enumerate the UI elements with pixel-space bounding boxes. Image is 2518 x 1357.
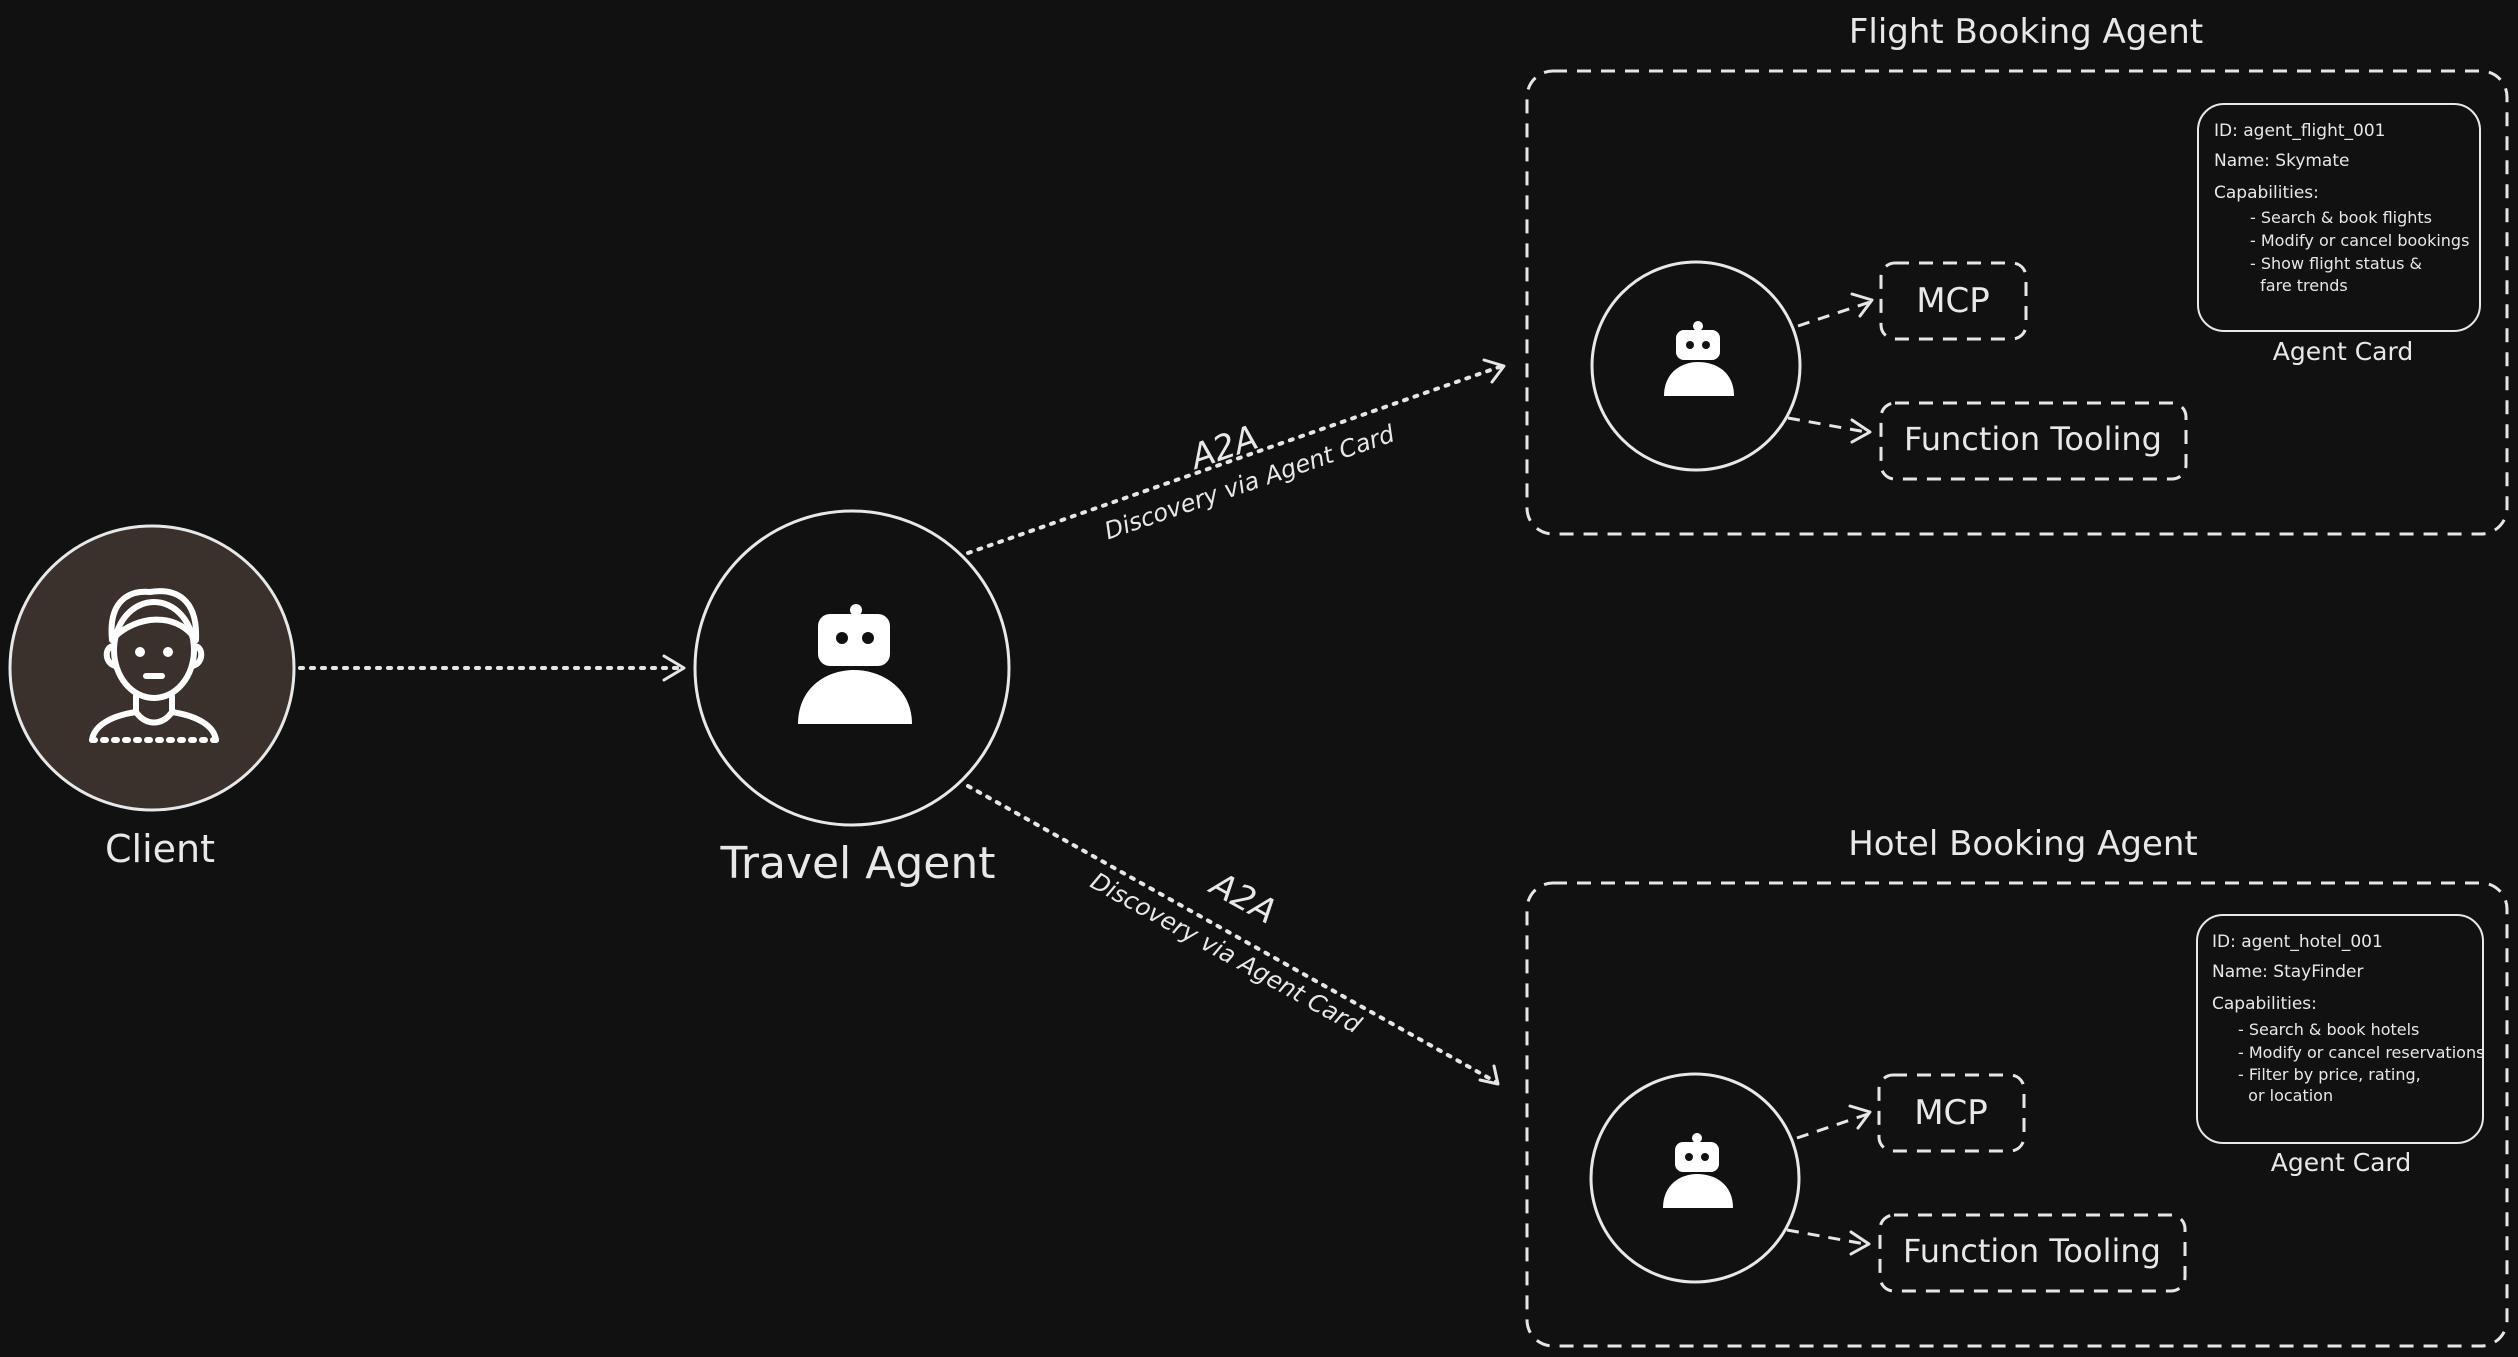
arrow-head-icon: [1849, 1230, 1871, 1256]
hotel-agent-title: Hotel Booking Agent: [1848, 824, 2198, 864]
flight-agent-group: Flight Booking Agent MCP Function Toolin…: [1525, 12, 2509, 536]
robot-icon: [1663, 1133, 1733, 1208]
travel-to-hotel-connector: [966, 784, 1498, 1084]
flight-agent-title: Flight Booking Agent: [1849, 12, 2203, 52]
robot-icon: [1664, 321, 1734, 396]
flight-card-capability: fare trends: [2250, 276, 2348, 295]
hotel-agent-card: [2196, 914, 2484, 1144]
hotel-tooling-box: [1878, 1213, 2187, 1293]
flight-card-capability: - Modify or cancel bookings: [2250, 231, 2469, 250]
flight-tooling-box: [1879, 401, 2188, 481]
flight-card-capability: - Search & book flights: [2250, 208, 2432, 227]
hotel-card-name: Name: StayFinder: [2212, 962, 2364, 982]
robot-icon: [798, 604, 912, 724]
flight-tooling-label: Function Tooling: [1904, 420, 2162, 458]
flight-mcp-label: MCP: [1916, 281, 1990, 321]
bottom-protocol-label: A2A: [1202, 863, 1283, 932]
hotel-mcp-label: MCP: [1914, 1093, 1988, 1133]
hotel-agent-container: [1525, 881, 2509, 1348]
arrow-head-icon: [1478, 1064, 1500, 1086]
hotel-mcp-box: [1877, 1073, 2026, 1153]
user-icon: [89, 588, 219, 743]
flight-card-id: ID: agent_flight_001: [2214, 121, 2385, 141]
travel-to-flight-connector: [966, 364, 1504, 555]
arrow-head-icon: [1850, 292, 1874, 318]
client-node: Client: [8, 524, 296, 871]
flight-agent-container: [1525, 69, 2509, 536]
flight-card-name: Name: Skymate: [2214, 151, 2349, 171]
hotel-to-mcp-connector: [1796, 1112, 1869, 1140]
arrow-head-icon: [662, 654, 686, 682]
hotel-card-capability: - Search & book hotels: [2238, 1020, 2419, 1039]
flight-card-caption: Agent Card: [2273, 337, 2413, 366]
travel-agent-node: Travel Agent: [693, 509, 1011, 889]
client-label: Client: [105, 827, 215, 871]
hotel-to-tooling-connector: [1786, 1228, 1866, 1246]
flight-card-capability: - Show flight status &: [2250, 254, 2422, 273]
flight-card-capabilities-label: Capabilities:: [2214, 183, 2319, 203]
hotel-agent-group: Hotel Booking Agent MCP Function Tooling…: [1525, 824, 2509, 1348]
flight-to-mcp-connector: [1797, 300, 1871, 328]
flight-mcp-box: [1879, 261, 2028, 341]
hotel-card-capabilities-label: Capabilities:: [2212, 994, 2317, 1014]
hotel-card-caption: Agent Card: [2271, 1148, 2411, 1177]
hotel-tooling-label: Function Tooling: [1903, 1232, 2161, 1270]
arrow-head-icon: [1848, 1104, 1872, 1130]
hotel-card-capability: - Modify or cancel reservations: [2238, 1043, 2484, 1062]
flight-agent-card: [2197, 103, 2481, 332]
hotel-card-capability: - Filter by price, rating,: [2238, 1065, 2421, 1084]
hotel-card-capability: or location: [2238, 1086, 2333, 1105]
arrow-head-icon: [1850, 418, 1872, 444]
hotel-card-id: ID: agent_hotel_001: [2212, 932, 2383, 952]
travel-agent-label: Travel Agent: [719, 838, 995, 889]
flight-to-tooling-connector: [1787, 416, 1867, 434]
arrow-head-icon: [1482, 358, 1506, 384]
